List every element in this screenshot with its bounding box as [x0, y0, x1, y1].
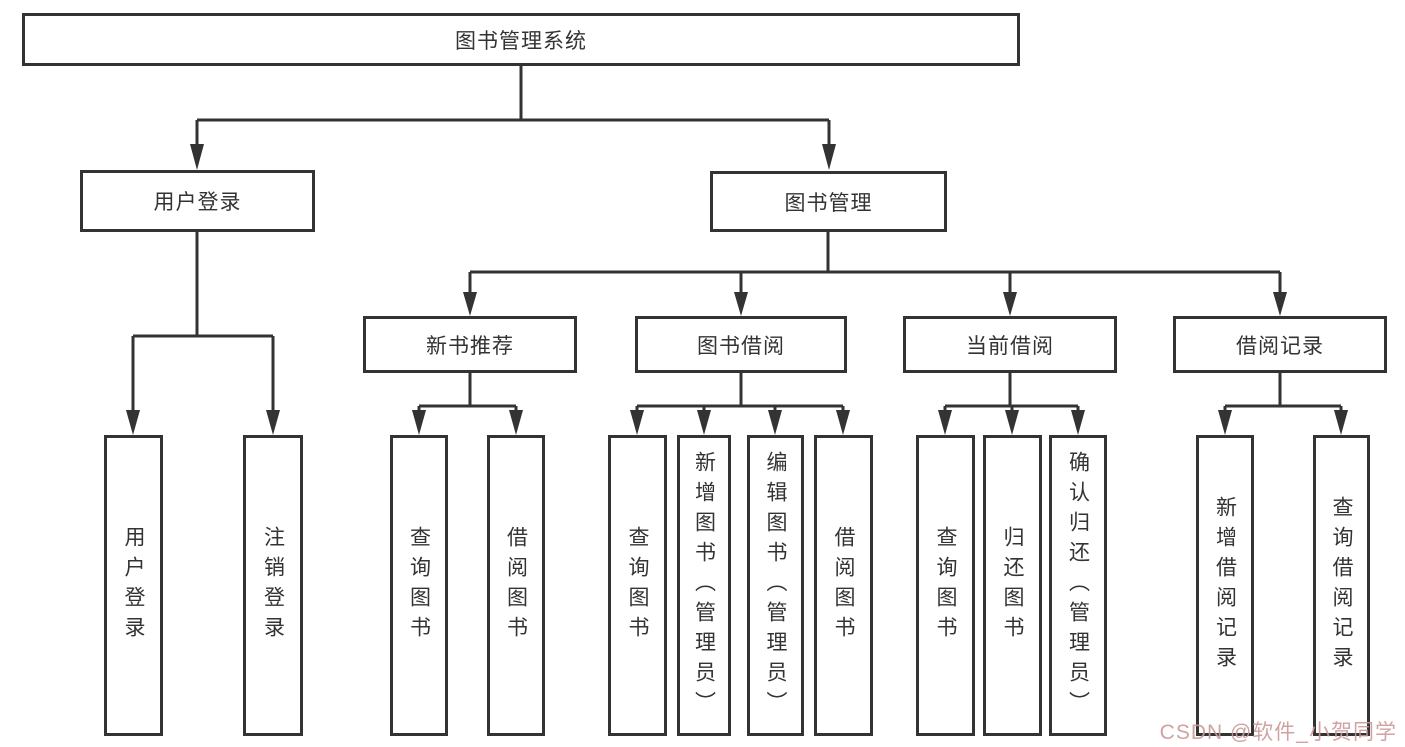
leaf-label: 用户登录	[122, 525, 145, 646]
node-current-borrow: 当前借阅	[903, 316, 1117, 373]
leaf-query-borrow-record: 查询借阅记录	[1313, 435, 1370, 736]
leaf-confirm-return-admin: 确认归还（管理员）	[1049, 435, 1107, 736]
watermark: CSDN @软件_小贺同学	[1159, 721, 1397, 744]
leaf-query-books-recommend: 查询图书	[390, 435, 448, 736]
leaf-label: 查询图书	[407, 525, 431, 646]
leaf-label: 新增图书（管理员）	[692, 450, 716, 721]
leaf-query-books-current: 查询图书	[916, 435, 975, 736]
node-book-borrow: 图书借阅	[635, 316, 847, 373]
leaf-label: 归还图书	[1001, 525, 1024, 646]
leaf-label: 借阅图书	[504, 525, 528, 646]
leaf-label: 新增借阅记录	[1213, 495, 1237, 676]
leaf-label: 编辑图书（管理员）	[764, 450, 787, 721]
leaf-return-books: 归还图书	[983, 435, 1042, 736]
leaf-label: 查询图书	[626, 525, 649, 646]
leaf-label: 借阅图书	[832, 525, 855, 646]
leaf-label: 注销登录	[261, 525, 285, 646]
leaf-label: 查询图书	[934, 525, 957, 646]
leaf-user-login: 用户登录	[104, 435, 163, 736]
leaf-edit-books-admin: 编辑图书（管理员）	[747, 435, 804, 736]
leaf-label: 查询借阅记录	[1330, 495, 1353, 676]
node-borrow-records: 借阅记录	[1173, 316, 1387, 373]
leaf-borrow-books: 借阅图书	[814, 435, 873, 736]
leaf-label: 确认归还（管理员）	[1066, 450, 1090, 721]
leaf-logout: 注销登录	[243, 435, 303, 736]
leaf-add-borrow-record: 新增借阅记录	[1196, 435, 1254, 736]
leaf-borrow-books-recommend: 借阅图书	[487, 435, 545, 736]
leaf-add-books-admin: 新增图书（管理员）	[677, 435, 731, 736]
node-book-management: 图书管理	[710, 171, 947, 232]
leaf-query-books-borrow: 查询图书	[608, 435, 667, 736]
node-new-book-recommend: 新书推荐	[363, 316, 577, 373]
node-library-system: 图书管理系统	[22, 13, 1020, 66]
node-user-login: 用户登录	[80, 170, 315, 232]
